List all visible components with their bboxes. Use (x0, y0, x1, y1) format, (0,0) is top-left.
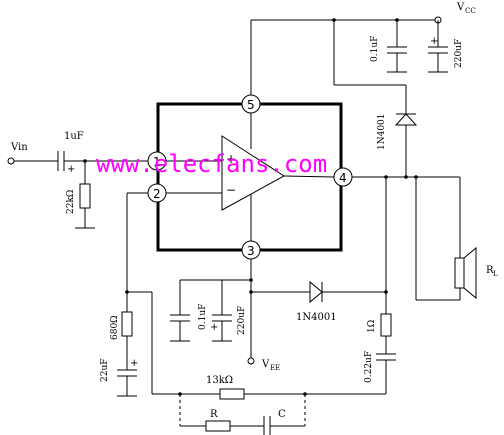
svg-text:L: L (493, 270, 498, 278)
cap-220uf-mid: + (210, 314, 232, 342)
cap-22uf-label: 22uF (100, 359, 110, 383)
vin-label: Vin (10, 142, 28, 153)
vee-label: V (261, 359, 270, 370)
diode-top-label: 1N4001 (377, 113, 387, 150)
svg-text:3: 3 (247, 244, 255, 258)
diode-mid-label: 1N4001 (296, 312, 337, 323)
resistor-22k-label: 22kΩ (66, 190, 76, 214)
svg-text:+: + (430, 36, 438, 47)
vee-terminal (247, 357, 255, 365)
pin-4: 4 (333, 167, 353, 187)
rl-label: R (486, 265, 494, 276)
cap-22uf: + (117, 358, 138, 377)
cap-220uf-top-label: 220uF (454, 39, 464, 68)
resistor-13k-label: 13kΩ (206, 375, 233, 386)
resistor-r-optional (205, 420, 231, 432)
pin-5: 5 (241, 94, 261, 114)
cap-1uf-label: 1uF (64, 131, 84, 142)
speaker-icon (454, 246, 477, 300)
svg-text:+: + (130, 358, 138, 369)
watermark-text: www.elecfans.com (96, 150, 327, 178)
op-amp (221, 135, 285, 211)
vcc-label: V (456, 2, 465, 13)
cap-0-1uf-mid (170, 314, 190, 342)
svg-text:EE: EE (270, 364, 280, 372)
svg-text:+: + (210, 322, 218, 333)
resistor-680 (121, 311, 133, 337)
cap-220uf-mid-label: 220uF (237, 306, 247, 335)
opamp-minus: − (226, 183, 236, 197)
svg-text:CC: CC (465, 7, 476, 15)
pin-2: 2 (147, 183, 167, 203)
svg-text:1: 1 (153, 155, 161, 169)
svg-text:4: 4 (339, 171, 347, 185)
svg-text:5: 5 (247, 98, 255, 112)
cap-c-label: C (278, 409, 286, 420)
cap-0-1uf-top (387, 20, 407, 73)
pin-3: 3 (241, 240, 261, 260)
resistor-13k (219, 388, 245, 400)
opamp-plus: + (226, 152, 236, 166)
cap-0-22uf-label: 0.22uF (364, 351, 374, 383)
resistor-1ohm (380, 313, 392, 337)
cap-0-1uf-top-label: 0.1uF (370, 36, 380, 62)
diode-1n4001-top (394, 113, 418, 126)
cap-220uf-top: + (428, 20, 448, 73)
vin-terminal (7, 157, 15, 165)
resistor-680-label: 680Ω (110, 315, 120, 340)
diode-1n4001-mid (309, 280, 323, 304)
cap-0-1uf-mid-label: 0.1uF (198, 304, 208, 330)
svg-text:+: + (67, 164, 75, 175)
cap-0-22uf (376, 353, 396, 361)
resistor-1ohm-label: 1Ω (367, 320, 377, 333)
resistor-r-label: R (210, 409, 218, 420)
cap-1uf-input: + (57, 151, 75, 175)
resistor-22k (79, 183, 91, 209)
svg-text:2: 2 (153, 187, 161, 201)
